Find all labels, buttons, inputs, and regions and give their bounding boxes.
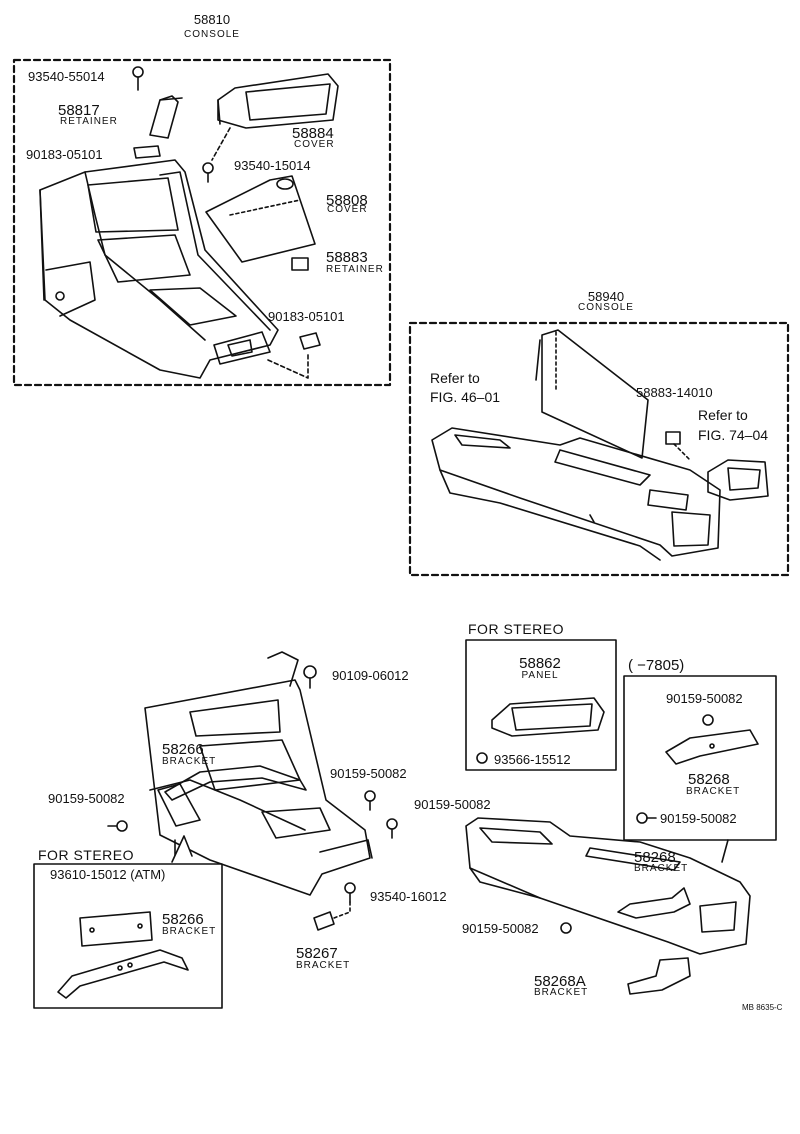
screw-90159-50082-b (364, 790, 376, 811)
box-fig74 (707, 459, 769, 501)
label-93540-16012: 93540-16012 (370, 889, 447, 904)
label-58940-name: CONSOLE (578, 302, 634, 313)
label-58862-name: PANEL (521, 670, 559, 681)
label-58266-a-number: 58266 (162, 741, 204, 758)
box-7805 (623, 675, 777, 841)
label-93610-15012: 93610-15012 (ATM) (50, 867, 166, 882)
label-58808-name: COVER (327, 204, 368, 215)
label-58817-number: 58817 (58, 102, 100, 119)
panel-58862 (491, 697, 605, 737)
label-58268-a-number: 58268 (688, 771, 730, 788)
bracket-58267 (313, 911, 335, 931)
label-90159-50082-e: 90159-50082 (660, 811, 737, 826)
console-58940-drawing (431, 427, 721, 561)
label-58268-a-name: BRACKET (686, 786, 741, 797)
retainer-58883 (291, 257, 309, 271)
label-58268-b-number: 58268 (634, 849, 676, 866)
label-58268A-number: 58268A (534, 973, 586, 990)
screw-93540-16012 (344, 882, 356, 903)
label-90183-05101-a: 90183-05101 (26, 147, 103, 162)
screw-90159-50082-a (107, 820, 128, 832)
box-stereo-panel (465, 639, 617, 771)
leader-58884 (211, 127, 231, 161)
leader-58883-14010 (673, 443, 691, 461)
label-58883-number: 58883 (326, 249, 368, 266)
bracket-58266-stereo (57, 911, 189, 999)
arrow-stereo (171, 835, 193, 863)
label-90159-50082-a: 90159-50082 (48, 791, 125, 806)
console-58810-drawing (39, 159, 279, 379)
armrest-58940 (535, 329, 649, 459)
box-stereo-bracket (33, 863, 223, 1009)
screw-90159-50082-f (560, 922, 572, 934)
label-90159-50082-b: 90159-50082 (330, 766, 407, 781)
screw-93540-55014 (132, 66, 144, 91)
bracket-58268A (627, 957, 691, 995)
screw-90109-06012 (303, 665, 317, 689)
label-90183-05101-b: 90183-05101 (268, 309, 345, 324)
label-58883-name: RETAINER (326, 264, 384, 275)
ref-fig74-line2: FIG. 74–04 (698, 427, 769, 443)
screw-90159-50082-c (386, 818, 398, 839)
label-58884-name: COVER (294, 139, 335, 150)
label-58267-number: 58267 (296, 945, 338, 962)
header-for-stereo-panel: FOR STEREO (468, 621, 565, 637)
label-93566-15512: 93566-15512 (494, 752, 571, 767)
shift-boot-58808 (205, 175, 316, 263)
leader-90183-b (267, 351, 309, 379)
console-lower-right-drawing (465, 817, 751, 955)
label-90159-50082-c: 90159-50082 (414, 797, 491, 812)
label-58266-b-name: BRACKET (162, 926, 217, 937)
label-58266-a-name: BRACKET (162, 756, 217, 767)
label-93540-55014: 93540-55014 (28, 69, 105, 84)
footer-code: MB 8635-C (742, 1003, 783, 1012)
screw-93540-15014 (202, 162, 214, 183)
bracket-58268-installed (617, 887, 691, 919)
screw-90159-50082-e (636, 812, 657, 824)
clip-90183-05101-b (299, 332, 321, 350)
label-58808-number: 58808 (326, 192, 368, 209)
bracket-58268-boxed (665, 729, 759, 765)
ref-fig46-line1: Refer to (430, 370, 480, 386)
label-58267-name: BRACKET (296, 960, 351, 971)
bracket-58266-installed (164, 765, 307, 801)
screw-93566-15512 (476, 752, 488, 764)
label-58940-number: 58940 (587, 289, 625, 304)
leader-58267 (333, 901, 351, 919)
label-58268A-name: BRACKET (534, 987, 589, 998)
label-58883-14010: 58883-14010 (636, 385, 713, 400)
group-box-58940 (408, 321, 790, 577)
label-58810-name: CONSOLE (184, 29, 240, 40)
screw-90159-50082-d (702, 714, 714, 726)
label-58810-number: 58810 (193, 12, 231, 27)
ref-fig74-line1: Refer to (698, 407, 748, 423)
retainer-58817 (149, 95, 183, 139)
ref-fig46-line2: FIG. 46–01 (430, 389, 501, 405)
label-58884-number: 58884 (292, 125, 334, 142)
label-58817-name: RETAINER (60, 116, 118, 127)
clip-58883-14010 (665, 431, 681, 445)
group-box-58810 (12, 58, 392, 387)
clip-90183-05101-a (133, 145, 161, 159)
label-58268-b-name: BRACKET (634, 863, 689, 874)
label-90109-06012: 90109-06012 (332, 668, 409, 683)
header-date-range: ( −7805) (628, 657, 685, 674)
label-58266-b-number: 58266 (162, 911, 204, 928)
label-58862-number: 58862 (519, 655, 561, 672)
cover-58884 (217, 73, 339, 129)
label-93540-15014: 93540-15014 (234, 158, 311, 173)
label-90159-50082-d: 90159-50082 (666, 691, 743, 706)
label-90159-50082-f: 90159-50082 (462, 921, 539, 936)
header-for-stereo-bracket: FOR STEREO (38, 847, 135, 863)
